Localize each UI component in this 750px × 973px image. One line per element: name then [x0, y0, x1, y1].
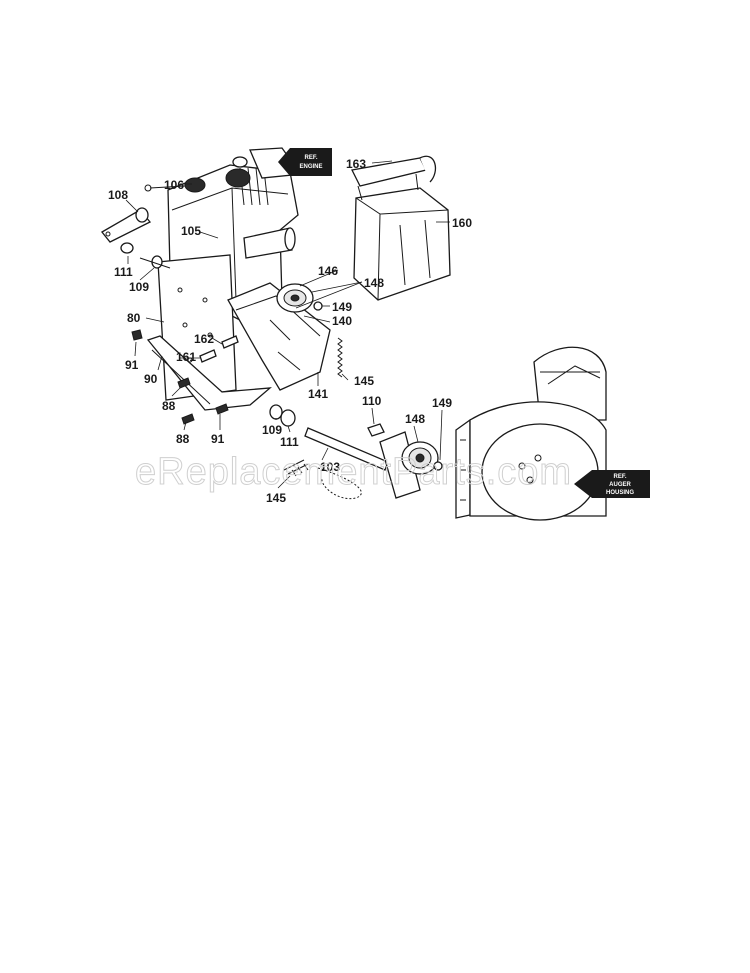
label-88-upper: 88 [162, 399, 176, 413]
label-110: 110 [362, 394, 382, 408]
label-146: 146 [318, 264, 338, 278]
label-90: 90 [144, 372, 158, 386]
label-91-upper: 91 [125, 358, 139, 372]
label-80: 80 [127, 311, 141, 325]
label-109-lower: 109 [262, 423, 282, 437]
ref-auger-line1: REF. [613, 474, 626, 480]
label-148-upper: 148 [364, 276, 384, 290]
label-88-lower: 88 [176, 432, 190, 446]
watermark-text: eReplacementParts.com [135, 451, 572, 493]
label-91-lower: 91 [211, 432, 225, 446]
ref-auger-line2: AUGER [609, 482, 631, 488]
ref-auger-line3: HOUSING [606, 490, 634, 496]
label-103: 103 [320, 460, 340, 474]
label-106: 106 [164, 178, 184, 192]
label-111-lower: 111 [280, 435, 299, 449]
label-145-lower: 145 [266, 491, 286, 505]
label-161: 161 [176, 350, 196, 364]
label-163: 163 [346, 157, 366, 171]
label-141: 141 [308, 387, 328, 401]
fasteners-left [101, 207, 239, 425]
label-149-upper: 149 [332, 300, 352, 314]
ref-engine-box: REF. ENGINE [278, 148, 332, 176]
ref-engine-line2: ENGINE [299, 164, 322, 170]
label-108: 108 [108, 188, 128, 202]
label-140: 140 [332, 314, 352, 328]
ref-auger-housing-box: REF. AUGER HOUSING [574, 470, 650, 498]
label-149-lower: 149 [432, 396, 452, 410]
engine-bracket [146, 254, 272, 411]
label-109-upper: 109 [129, 280, 149, 294]
label-105: 105 [181, 224, 201, 238]
label-162: 162 [194, 332, 214, 346]
label-145-upper: 145 [354, 374, 374, 388]
label-111-upper: 111 [114, 265, 133, 279]
pulley-bracket [227, 282, 343, 391]
leader-lines [125, 160, 450, 489]
part-labels: 163 108 106 160 105 146 148 111 109 149 … [108, 157, 472, 505]
ref-engine-line1: REF. [304, 155, 317, 161]
label-160: 160 [452, 216, 472, 230]
auger-housing [455, 346, 607, 521]
label-148-lower: 148 [405, 412, 425, 426]
chute-cover [351, 155, 451, 301]
